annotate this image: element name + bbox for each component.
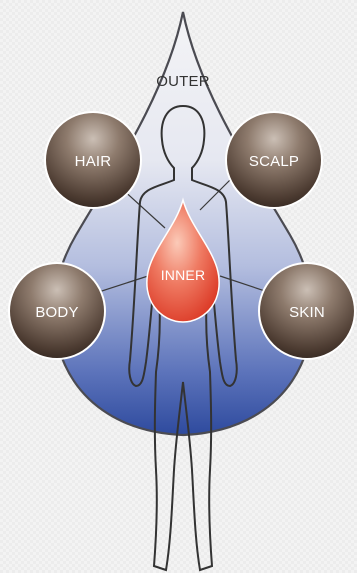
outer-label: OUTER: [156, 73, 210, 90]
skin-label: SKIN: [289, 304, 325, 321]
scalp-label: SCALP: [249, 153, 299, 170]
inner-label: INNER: [161, 267, 206, 283]
body-label: BODY: [35, 304, 78, 321]
hair-label: HAIR: [75, 153, 112, 170]
